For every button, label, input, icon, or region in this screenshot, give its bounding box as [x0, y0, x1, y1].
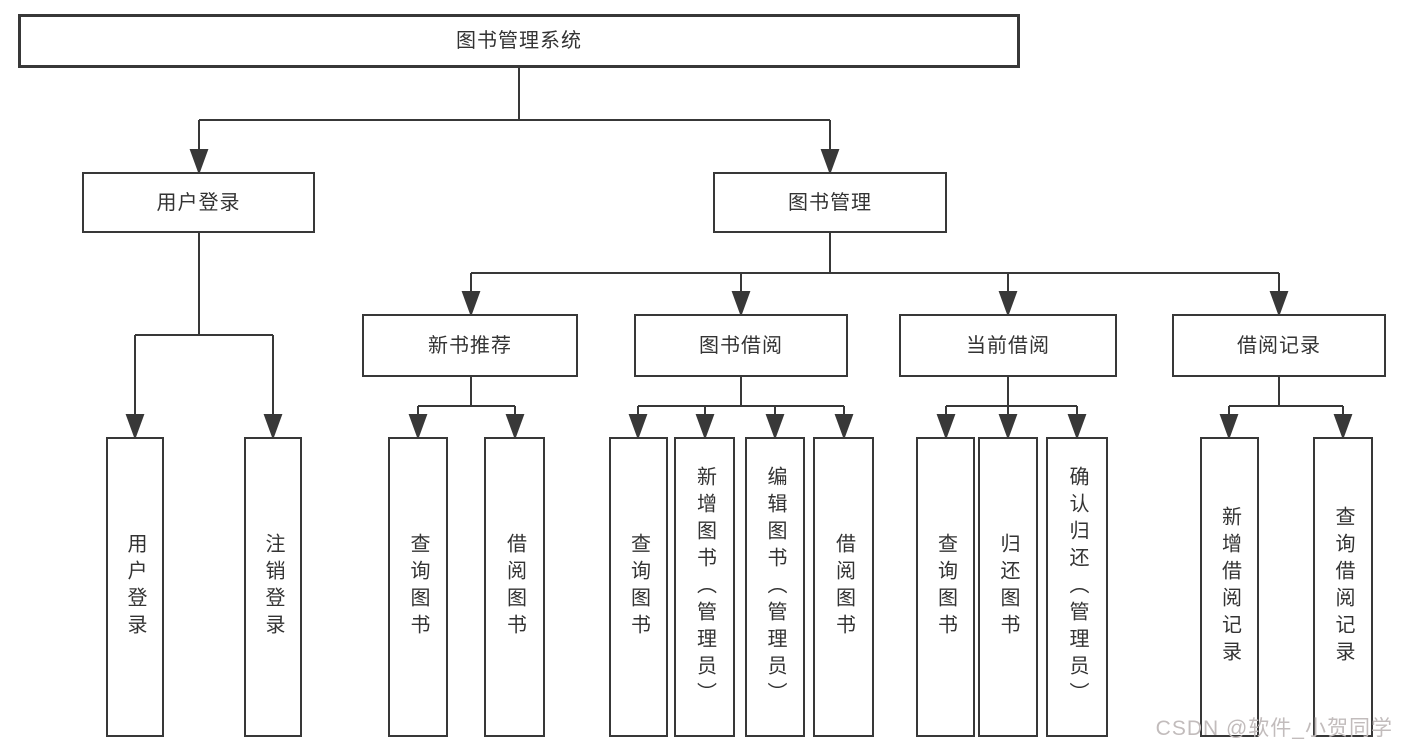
leaf-label: 查询图书 — [934, 533, 957, 641]
leaf-return-books: 归还图书 — [978, 437, 1038, 737]
connector-user-login-to-leaves — [125, 233, 283, 440]
leaf-add-book-admin: 新增图书（管理员） — [674, 437, 735, 737]
leaf-label: 借阅图书 — [503, 533, 526, 641]
connector-book-borrow-to-leaves — [628, 377, 854, 440]
leaf-edit-book-admin: 编辑图书（管理员） — [745, 437, 805, 737]
node-root-system: 图书管理系统 — [18, 14, 1020, 68]
leaf-label: 注销登录 — [262, 533, 284, 641]
connector-new-book-rec-to-leaves — [408, 377, 525, 440]
leaf-logout: 注销登录 — [244, 437, 302, 737]
leaf-confirm-return-admin: 确认归还（管理员） — [1046, 437, 1108, 737]
node-current-borrow: 当前借阅 — [899, 314, 1117, 377]
leaf-label: 查询图书 — [407, 533, 429, 641]
leaf-query-books-3: 查询图书 — [916, 437, 975, 737]
connector-book-mgmt-to-level3 — [461, 233, 1289, 317]
leaf-borrow-books-2: 借阅图书 — [813, 437, 874, 737]
leaf-label: 归还图书 — [997, 533, 1019, 641]
connector-root-to-level2 — [189, 68, 840, 175]
leaf-label: 用户登录 — [124, 533, 146, 641]
csdn-watermark: CSDN @软件_小贺同学 — [1155, 717, 1393, 740]
node-borrow-records: 借阅记录 — [1172, 314, 1386, 377]
leaf-user-login: 用户登录 — [106, 437, 164, 737]
node-new-book-recommend: 新书推荐 — [362, 314, 578, 377]
leaf-add-borrow-record: 新增借阅记录 — [1200, 437, 1259, 737]
leaf-query-borrow-record: 查询借阅记录 — [1313, 437, 1373, 737]
leaf-query-books-2: 查询图书 — [609, 437, 668, 737]
connector-borrow-records-to-leaves — [1219, 377, 1353, 440]
leaf-label: 查询图书 — [627, 533, 650, 641]
leaf-borrow-books-1: 借阅图书 — [484, 437, 545, 737]
connector-current-borrow-to-leaves — [936, 377, 1087, 440]
leaf-label: 确认归还（管理员） — [1066, 465, 1088, 709]
node-book-borrow: 图书借阅 — [634, 314, 848, 377]
node-user-login: 用户登录 — [82, 172, 315, 233]
leaf-label: 查询借阅记录 — [1332, 506, 1354, 668]
leaf-query-books-1: 查询图书 — [388, 437, 448, 737]
leaf-label: 编辑图书（管理员） — [764, 465, 786, 709]
leaf-label: 新增图书（管理员） — [693, 465, 716, 709]
leaf-label: 借阅图书 — [832, 533, 855, 641]
leaf-label: 新增借阅记录 — [1218, 506, 1241, 668]
node-book-management: 图书管理 — [713, 172, 947, 233]
